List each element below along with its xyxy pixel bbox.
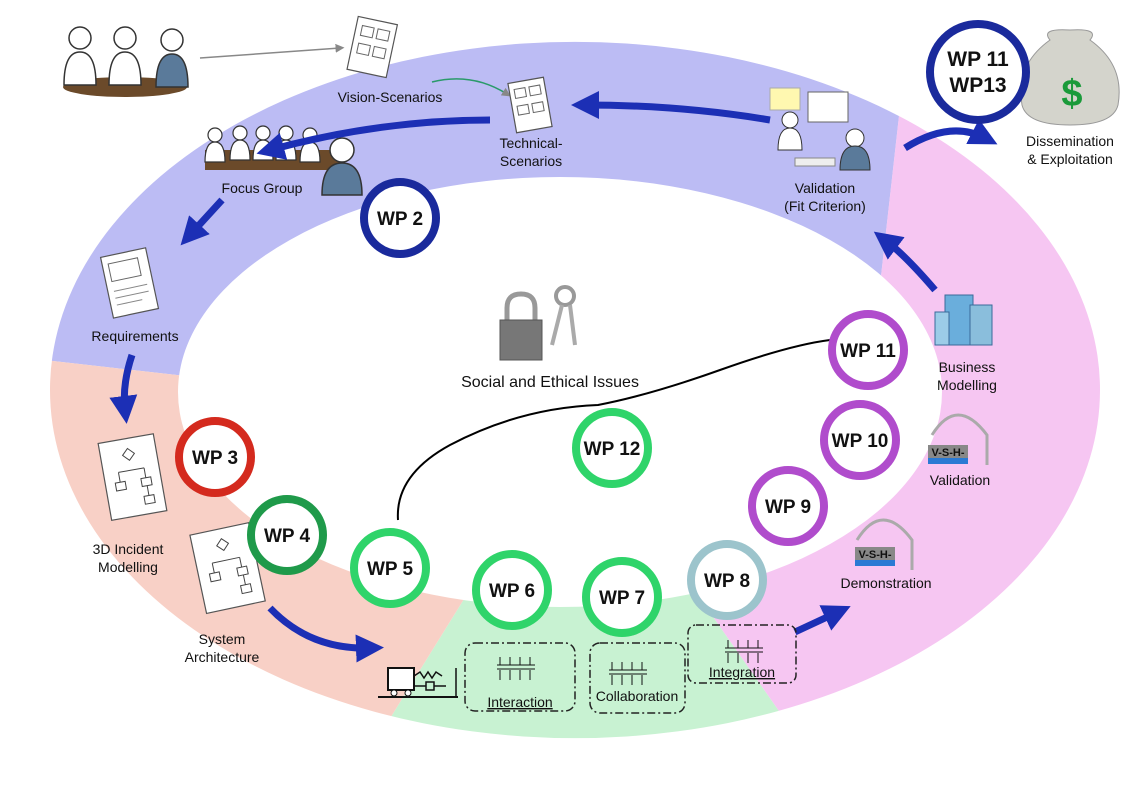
lock-and-keys-icon bbox=[499, 285, 577, 361]
flow-arrow bbox=[256, 116, 491, 160]
architecture-flowchart-icon bbox=[189, 521, 266, 615]
label-3d-incident-2: Modelling bbox=[98, 559, 158, 575]
validation-presentation-icon bbox=[769, 87, 871, 171]
money-bag-icon: $ bbox=[1020, 29, 1120, 126]
wp-ring bbox=[350, 528, 430, 608]
label-validation-fit-1: Validation bbox=[795, 180, 855, 196]
vsh-logo-text: V-S-H- bbox=[932, 447, 965, 459]
label-technical-scenarios-1: Technical- bbox=[499, 135, 562, 151]
label-integration: Integration bbox=[709, 664, 775, 680]
system-model-icon bbox=[378, 667, 458, 698]
work-package-wp6[interactable]: WP 6 bbox=[472, 550, 552, 630]
wp-label: WP 4 bbox=[264, 526, 311, 547]
vsh-logo-icon: V-S-H- bbox=[928, 413, 989, 465]
wp-label: WP 8 bbox=[704, 571, 750, 592]
flow-arrow bbox=[180, 197, 225, 246]
integration-box: Integration bbox=[687, 624, 797, 684]
label-technical-scenarios-2: Scenarios bbox=[500, 153, 562, 169]
label-requirements: Requirements bbox=[91, 328, 178, 344]
wp-label: WP 11 bbox=[840, 341, 896, 362]
incident-flowchart-icon bbox=[97, 433, 168, 522]
work-package-wp3[interactable]: WP 3 bbox=[175, 417, 255, 497]
label-focus-group: Focus Group bbox=[222, 180, 303, 196]
wp-label: WP 7 bbox=[599, 588, 645, 609]
wp-label: WP 2 bbox=[377, 209, 423, 230]
label-system-architecture-1: System bbox=[199, 631, 246, 647]
work-package-wp8[interactable]: WP 8 bbox=[687, 540, 767, 620]
wp-ring bbox=[247, 495, 327, 575]
ring-segment-top bbox=[50, 42, 912, 420]
wp-ring bbox=[748, 466, 828, 546]
wp-ring bbox=[820, 400, 900, 480]
vsh-logo-icon: V-S-H- bbox=[855, 518, 914, 570]
wp-ring bbox=[472, 550, 552, 630]
work-package-wp11[interactable]: WP 11 bbox=[828, 310, 908, 390]
label-demonstration: Demonstration bbox=[840, 575, 931, 591]
label-business-2: Modelling bbox=[937, 377, 997, 393]
wp-ring bbox=[828, 310, 908, 390]
wp-ring bbox=[175, 417, 255, 497]
flow-arrow bbox=[199, 43, 345, 59]
badge-line1: WP 11 bbox=[947, 48, 1009, 71]
stakeholders-icon bbox=[63, 26, 189, 97]
flow-arrow bbox=[793, 605, 851, 636]
social-ethical-bracket bbox=[396, 339, 831, 521]
work-package-wp10[interactable]: WP 10 bbox=[820, 400, 900, 480]
label-business-1: Business bbox=[939, 359, 996, 375]
work-package-wp5[interactable]: WP 5 bbox=[350, 528, 430, 608]
interaction-box: Interaction bbox=[464, 642, 576, 712]
label-interaction: Interaction bbox=[487, 694, 552, 710]
collaboration-box: Collaboration bbox=[589, 642, 686, 714]
work-package-wp9[interactable]: WP 9 bbox=[748, 466, 828, 546]
dollar-sign: $ bbox=[1061, 73, 1082, 115]
label-dissemination-1: Dissemination bbox=[1026, 133, 1114, 149]
wp11-wp13-badge[interactable]: WP 11 WP13 bbox=[926, 20, 1030, 124]
flow-arrow bbox=[571, 91, 771, 124]
label-system-architecture-2: Architecture bbox=[185, 649, 260, 665]
technical-scenarios-document-icon bbox=[507, 76, 553, 134]
wp-label: WP 3 bbox=[192, 448, 238, 469]
flow-arrow bbox=[109, 353, 138, 424]
label-validation-fit-2: (Fit Criterion) bbox=[784, 198, 866, 214]
label-social-ethical: Social and Ethical Issues bbox=[461, 374, 639, 391]
wp-ring bbox=[687, 540, 767, 620]
requirements-document-icon bbox=[99, 247, 160, 319]
wp-ring bbox=[572, 408, 652, 488]
label-vision-scenarios: Vision-Scenarios bbox=[338, 89, 443, 105]
wp-ring bbox=[360, 178, 440, 258]
wp-label: WP 6 bbox=[489, 581, 535, 602]
flow-arrow bbox=[431, 78, 511, 97]
work-package-wp12[interactable]: WP 12 bbox=[572, 408, 652, 488]
label-collaboration: Collaboration bbox=[596, 688, 679, 704]
vision-scenarios-document-icon bbox=[346, 15, 399, 79]
wp-label: WP 9 bbox=[765, 497, 811, 518]
business-building-icon bbox=[934, 294, 993, 346]
flow-arrow bbox=[267, 605, 384, 663]
flow-arrow bbox=[873, 231, 938, 293]
work-package-wp2[interactable]: WP 2 bbox=[360, 178, 440, 258]
work-package-wp4[interactable]: WP 4 bbox=[247, 495, 327, 575]
label-dissemination-2: & Exploitation bbox=[1027, 151, 1113, 167]
badge-line2: WP13 bbox=[949, 74, 1006, 97]
wp-ring bbox=[582, 557, 662, 637]
label-3d-incident-1: 3D Incident bbox=[93, 541, 164, 557]
label-validation: Validation bbox=[930, 472, 990, 488]
work-package-wp7[interactable]: WP 7 bbox=[582, 557, 662, 637]
flow-arrow bbox=[903, 119, 998, 151]
vsh-logo-text: V-S-H- bbox=[859, 549, 892, 561]
wp-label: WP 12 bbox=[584, 439, 641, 460]
wp-label: WP 5 bbox=[367, 559, 414, 580]
wp-label: WP 10 bbox=[832, 431, 889, 452]
work-package-circles: WP 2 WP 3 WP 4 WP 5 WP 6 WP 7 WP 8 WP 9 WP 10 WP … bbox=[175, 178, 908, 637]
